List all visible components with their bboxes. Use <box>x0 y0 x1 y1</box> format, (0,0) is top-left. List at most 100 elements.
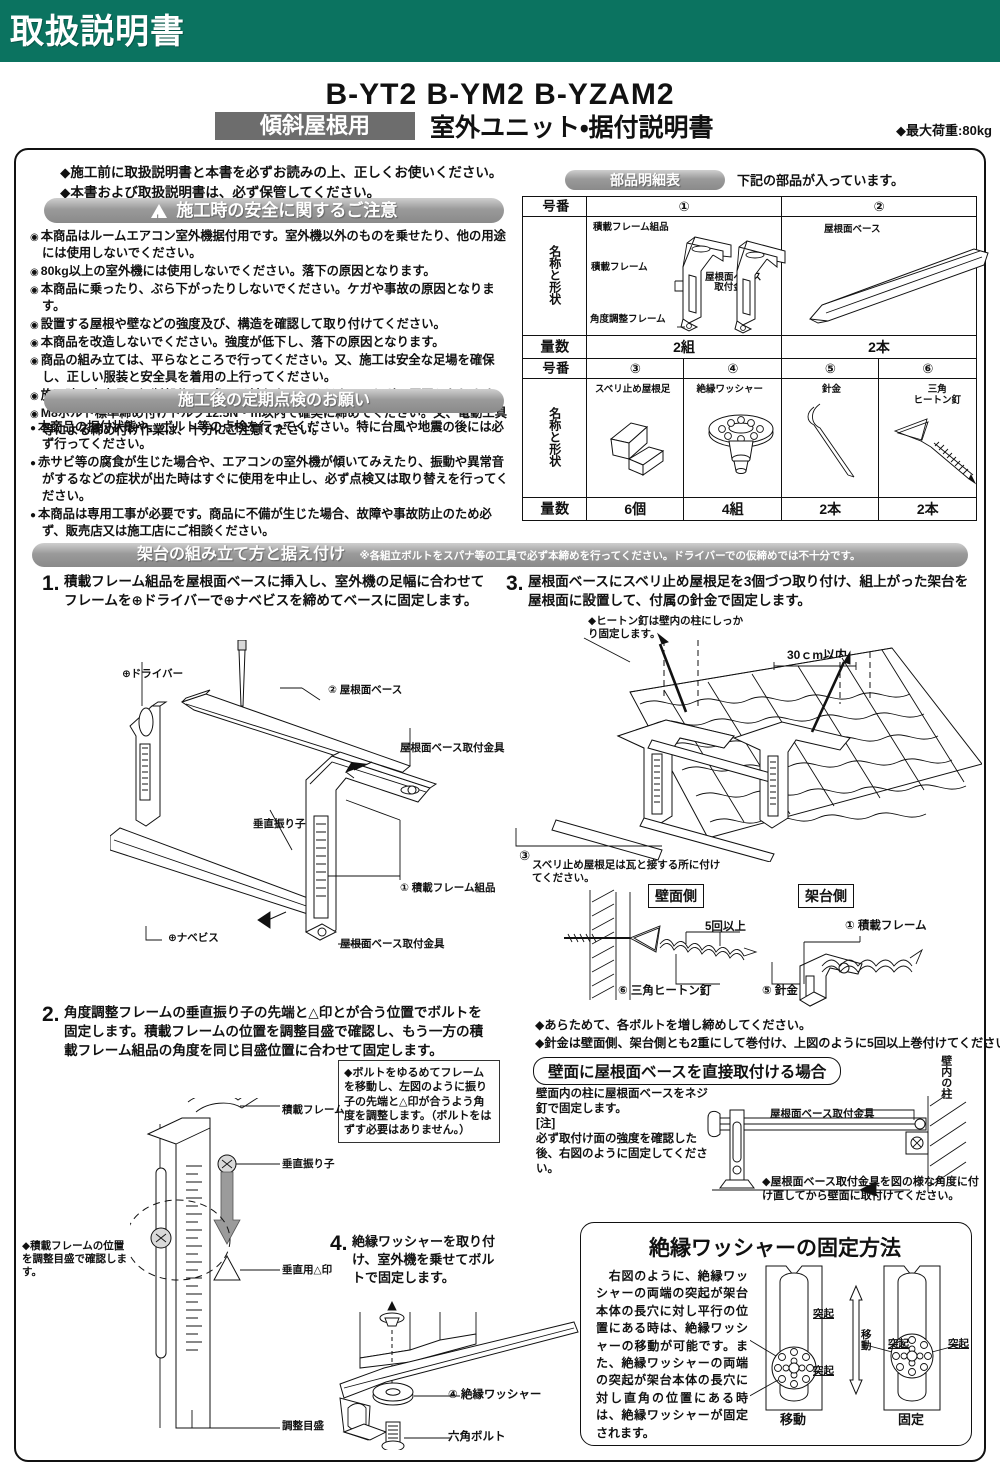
part-number-4: ④ <box>683 358 782 379</box>
part-qty-6: 2本 <box>878 497 977 521</box>
part-name-2: 屋根面ベース <box>823 224 881 235</box>
insulating-washer-illustration <box>708 414 774 474</box>
safety-heading-text: 施工時の安全に関するご注意 <box>176 201 398 220</box>
parts-row-qty-1: 数量 2組 2本 <box>522 335 978 359</box>
row-label-name-shape-2: 名称と形状 <box>522 378 587 498</box>
warning-triangle-icon <box>150 204 167 231</box>
part-sublabel-bracket: 屋根面ベース取付金具 <box>704 272 762 294</box>
roof-base-illustration <box>808 248 989 324</box>
step2-label-pendulum: 垂直振り子 <box>282 1158 335 1170</box>
top-banner: 取扱説明書 <box>0 0 1000 62</box>
step3-label-rack-side: 架台側 <box>798 884 854 908</box>
max-load-label: ◆最大荷重:80kg <box>896 123 992 138</box>
part-shape-cell-4: 絶縁ワッシャー <box>683 378 782 498</box>
frame-assembly-illustration <box>674 236 786 334</box>
step3-note-2: ◆針金は壁面側、架台側とも2重にして巻付け、上図のように5回以上巻付けてください… <box>535 1036 1000 1050</box>
wall-mount-heading: 壁面に屋根面ベースを直接取付ける場合 <box>533 1057 842 1085</box>
inspection-list: 本商品の据付状態や、ボルト等の点検を行ってください。特に台風や地震の後には必ず行… <box>30 419 515 541</box>
safety-item: 本商品はルームエアコン室外機据付用です。室外機以外のものを乗せたり、他の用途には… <box>30 228 515 262</box>
part-number-5: ⑤ <box>780 358 880 379</box>
step4-text: 絶縁ワッシャーを取り付け、室外機を乗せてボルトで固定します。 <box>352 1234 496 1285</box>
part-number-3: ③ <box>585 358 685 379</box>
part-shape-cell-1: 積載フレーム組品 積載フレーム 屋根面ベース取付金具 角度調整フレーム <box>585 216 786 336</box>
parts-table-heading-text: 部品明細表 <box>610 172 680 188</box>
step3-label-five-turns: 5回以上 <box>705 921 746 933</box>
safety-item: 商品の組み立ては、平らなところで行ってください。又、施工は安全な足場を確保し、正… <box>30 352 515 386</box>
content-frame <box>14 148 986 1462</box>
step2-number: 2. <box>42 1003 60 1026</box>
step2-label-check: ◆積載フレームの位置を調整目盛で確認します。 <box>22 1240 127 1279</box>
part-qty-1: 2組 <box>585 335 782 359</box>
step1-label-screw: ⊕ナベビス <box>168 932 219 944</box>
step1-label-bracket-bottom: 屋根面ベース取付金具 <box>340 938 445 950</box>
part-shape-cell-6: 三角ヒートン釘 <box>878 378 977 498</box>
part-number-6: ⑥ <box>878 358 977 379</box>
safety-heading-pill: 施工時の安全に関するご注意 <box>44 198 504 231</box>
step3-label-heaton-nail: ⑥ 三角ヒートン釘 <box>618 985 712 997</box>
roof-type-tag: 傾斜屋根用 <box>215 112 415 140</box>
part-sublabel-frame: 積載フレーム <box>590 262 648 273</box>
step1-label-pendulum: 垂直振り子 <box>253 818 306 830</box>
inspection-heading-pill: 施工後の定期点検のお願い <box>44 389 504 413</box>
safety-item: 設置する屋根や壁などの強度及び、構造を確認して取り付けてください。 <box>30 316 515 333</box>
step2-label-scale: 調整目盛 <box>282 1420 324 1432</box>
washer-method-heading: 絶縁ワッシャーの固定方法 <box>649 1237 901 1260</box>
step3-label-antislip-no: ③ <box>519 848 531 863</box>
washer-method-text: 右図のように、絶縁ワッシャーの両端の突起が架台本体の長穴に対し平行の位置にある時… <box>596 1269 748 1440</box>
wire-illustration <box>807 403 855 478</box>
wall-mount-note: ◆屋根面ベース取付金具を図の様な角度に付け直してから壁面に取付けてください。 <box>762 1176 979 1202</box>
model-numbers: B-YT2 B-YM2 B-YZAM2 <box>325 78 675 111</box>
part-sublabel-angle-frame: 角度調整フレーム <box>589 314 666 325</box>
step4-number: 4. <box>330 1232 348 1255</box>
assembly-heading-pill: 架台の組み立て方と据え付け ※各組立ボルトをスパナ等の工具で必ず本締めを行ってく… <box>32 543 968 567</box>
step2-text: 角度調整フレームの垂直振り子の先端と△印とが合う位置でボルトを固定します。積載フ… <box>64 1005 484 1058</box>
step3-label-frame: ① 積載フレーム <box>845 920 927 932</box>
part-shape-cell-5: 針金 <box>780 378 880 498</box>
step3-note-1: ◆あらためて、各ボルトを増し締めしてください。 <box>535 1018 812 1032</box>
washer-label-move-arrow: 移動 <box>861 1329 872 1353</box>
part-name-3: スベリ止め屋根足 <box>594 384 671 395</box>
parts-table-note: 下記の部品が入っています。 <box>737 173 905 188</box>
row-label-name-shape: 名称と形状 <box>522 216 587 336</box>
part-qty-4: 4組 <box>683 497 782 521</box>
step3-label-wire: ⑤ 針金 <box>762 985 798 997</box>
parts-row-numbers: 番号 ① ② <box>522 196 978 217</box>
step4-label-hex-bolt: 六角ボルト <box>448 1431 506 1443</box>
inspection-item: 赤サビ等の腐食が生じた場合や、エアコンの室外機が傾いてみえたり、振動や異常音がす… <box>30 454 515 505</box>
part-shape-cell-2: 屋根面ベース <box>780 216 989 336</box>
washer-method-box <box>580 1222 972 1446</box>
inspection-item: 本商品の据付状態や、ボルト等の点検を行ってください。特に台風や地震の後には必ず行… <box>30 419 515 453</box>
inspection-item: 本商品は専用工事が必要です。商品に不備が生じた場合、故障や事故防止のため必ず、販… <box>30 506 515 540</box>
step4-label-washer: ④ 絶縁ワッシャー <box>448 1389 542 1401</box>
row-label-number-2: 番号 <box>522 358 587 379</box>
step3-label-wall-side: 壁面側 <box>648 884 704 908</box>
washer-caption-fixed: 固定 <box>898 1412 925 1427</box>
step4-illustration <box>339 1300 579 1450</box>
washer-method-illustration <box>750 1265 960 1411</box>
row-label-quantity: 数量 <box>522 335 587 359</box>
washer-label-protrusion-1: 突起 <box>813 1308 834 1320</box>
step1-label-roof-base: ② 屋根面ベース <box>328 684 403 696</box>
step2-illustration <box>130 1098 280 1429</box>
part-qty-3: 6個 <box>585 497 685 521</box>
step3-label-heaton: ◆ヒートン釘は壁内の柱にしっかり固定します。 <box>588 615 744 641</box>
parts-table: 番号 ① ② 名称と形状 積載フレーム組品 積載フレーム 屋根面ベース取付金具 … <box>522 196 989 521</box>
parts-row-shapes-2: 名称と形状 スベリ止め屋根足 絶縁ワッシャー <box>522 378 977 498</box>
safety-item: 80kg以上の室外機には使用しないでください。落下の原因となります。 <box>30 263 515 280</box>
step3-wire-detail <box>564 889 924 1007</box>
step2-label-tri-mark: 垂直用△印 <box>282 1264 333 1276</box>
lead-line-2: ◆本書および取扱説明書は、必ず保管してください。 <box>60 184 381 200</box>
step1-illustration <box>110 640 438 945</box>
parts-row-numbers-2: 番号 ③ ④ ⑤ ⑥ <box>522 358 977 379</box>
parts-row-shapes-1: 名称と形状 積載フレーム組品 積載フレーム 屋根面ベース取付金具 角度調整フレー… <box>522 216 989 336</box>
row-label-quantity-2: 数量 <box>522 497 587 521</box>
washer-caption-move: 移動 <box>780 1412 807 1427</box>
wall-mount-label-pillar: 壁内の柱 <box>939 1055 952 1099</box>
part-number-2: ② <box>780 196 978 217</box>
step1-label-frame-assy: ① 積載フレーム組品 <box>400 882 496 894</box>
part-qty-5: 2本 <box>780 497 880 521</box>
step2-label-frame: 積載フレーム <box>282 1104 345 1116</box>
document-title: 室外ユニット・据付説明書 <box>430 114 714 142</box>
part-number-1: ① <box>585 196 782 217</box>
parts-row-qty-2: 数量 6個 4組 2本 2本 <box>522 497 977 521</box>
